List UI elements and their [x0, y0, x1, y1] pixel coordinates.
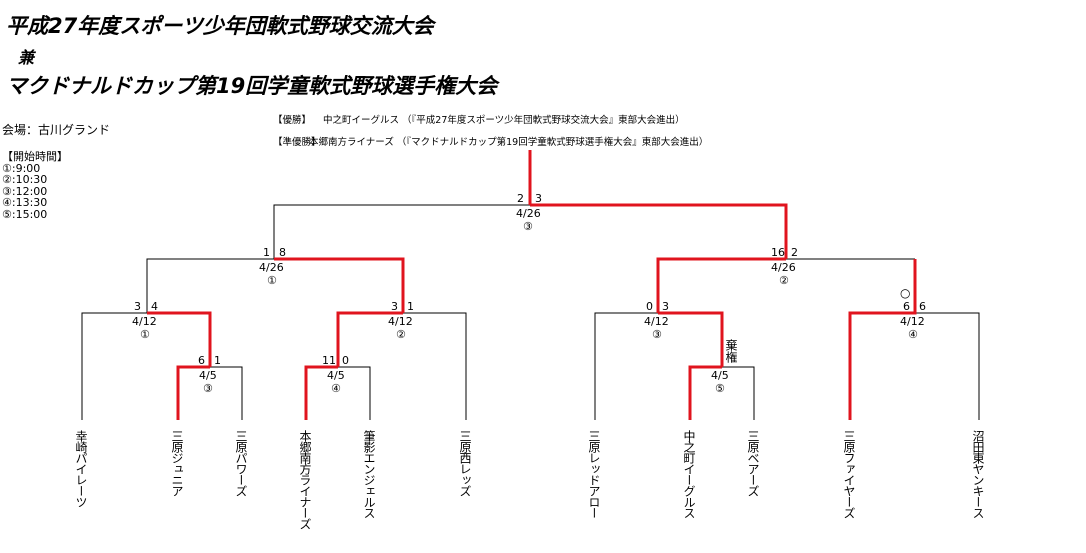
final-slot: ③ [523, 220, 533, 233]
runner-up-line: 【準優勝】本郷南方ライナーズ （『マクドナルドカップ第19回学童軟式野球選手権大… [273, 134, 708, 148]
team-name: 筆影エンジェルス [362, 430, 376, 518]
sf-right-date: 4/26 [771, 261, 796, 274]
start-time-2: ②:10:30 [2, 173, 48, 187]
final-date: 4/26 [516, 207, 541, 220]
r1b-slot: ④ [331, 382, 341, 395]
start-times-heading: 【開始時間】 [2, 150, 68, 163]
winner-line [658, 311, 724, 367]
qf4-slot: ④ [908, 328, 918, 341]
champion-label: 【優勝】 [273, 115, 312, 126]
r1c-note: 棄権 [724, 339, 738, 363]
qf1-score-right: 4 [151, 300, 158, 313]
qf2-score-left: 3 [391, 300, 398, 313]
qf4-score-right: 6 [919, 300, 926, 313]
bracket-line [210, 366, 243, 420]
winner-line [147, 311, 212, 367]
team-name: 三原ベアーズ [746, 430, 760, 496]
qf3-date: 4/12 [644, 315, 669, 328]
r1c-slot: ⑤ [715, 382, 725, 395]
champion-text: 中之町イーグルス （『平成27年度スポーツ少年団軟式野球交流大会』東部大会進出） [323, 115, 685, 126]
team-name: 沼田東ヤンキース [971, 430, 985, 518]
winner-line [176, 365, 210, 420]
start-times: 【開始時間】 ①:9:00 ②:10:30 ③:12:00 ④:13:30 ⑤:… [2, 151, 68, 221]
qf4-mark: ○ [900, 286, 911, 300]
sf-left-slot: ① [267, 274, 277, 287]
title-connector: 兼 [18, 48, 35, 67]
team-name: 三原パワーズ [234, 430, 248, 496]
bracket-line [81, 312, 147, 420]
bracket-line [403, 312, 467, 420]
qf3-score-right: 3 [662, 300, 669, 313]
r1b-date: 4/5 [327, 369, 345, 382]
bracket-line [722, 366, 755, 420]
sf-right-score-right: 2 [791, 246, 798, 259]
sf-right-score-left: 16 [771, 246, 785, 259]
winner-line [848, 259, 917, 420]
team-name: 三原ファイヤーズ [842, 430, 856, 518]
winner-line [530, 203, 788, 259]
qf3-score-left: 0 [646, 300, 653, 313]
sf-left-date: 4/26 [259, 261, 284, 274]
r1c-date: 4/5 [711, 369, 729, 382]
team-name: 中之町イーグルス [682, 430, 696, 518]
qf4-score-left: 6 [903, 300, 910, 313]
tournament-subtitle: マクドナルドカップ第19回学童軟式野球選手権大会 [6, 74, 498, 98]
r1a-score-right: 1 [214, 354, 221, 367]
r1b-score-left: 11 [322, 354, 336, 367]
winner-line [304, 365, 338, 420]
bracket-line [273, 204, 530, 259]
runner-up-label: 【準優勝】 [273, 137, 321, 148]
qf1-slot: ① [140, 328, 150, 341]
bracket-line [338, 366, 371, 420]
qf2-date: 4/12 [388, 315, 413, 328]
team-name: 三原ジュニア [170, 430, 184, 496]
final-score-right: 3 [535, 192, 542, 205]
r1a-date: 4/5 [199, 369, 217, 382]
winner-line [336, 311, 403, 367]
sf-left-score-left: 1 [263, 246, 270, 259]
team-name: 本郷南方ライナーズ [298, 430, 312, 529]
bracket-line [594, 312, 658, 420]
bracket-line [915, 312, 980, 420]
qf4-date: 4/12 [900, 315, 925, 328]
final-score-left: 2 [517, 192, 524, 205]
team-name: 三原西レッズ [458, 430, 472, 496]
sf-right-slot: ② [779, 274, 789, 287]
qf1-score-left: 3 [134, 300, 141, 313]
start-time-5: ⑤:15:00 [2, 207, 48, 221]
qf2-score-right: 1 [407, 300, 414, 313]
qf1-date: 4/12 [132, 315, 157, 328]
start-time-4: ④:13:30 [2, 196, 48, 210]
sf-left-score-right: 8 [279, 246, 286, 259]
qf2-slot: ② [396, 328, 406, 341]
winner-line [656, 257, 786, 313]
venue-label: 会場：古川グランド [2, 123, 111, 137]
winner-line [688, 365, 722, 420]
runner-up-text: 本郷南方ライナーズ （『マクドナルドカップ第19回学童軟式野球選手権大会』東部大… [309, 137, 709, 148]
team-name: 三原レッドアロー [587, 430, 601, 518]
start-time-3: ③:12:00 [2, 184, 48, 198]
tournament-title: 平成27年度スポーツ少年団軟式野球交流大会 [6, 14, 434, 38]
bracket-line [146, 258, 274, 313]
start-time-1: ①:9:00 [2, 161, 41, 175]
team-name: 幸崎パイレーツ [74, 430, 88, 507]
winner-line [274, 257, 405, 313]
r1a-score-left: 6 [198, 354, 205, 367]
qf3-slot: ③ [652, 328, 662, 341]
champion-line: 【優勝】中之町イーグルス （『平成27年度スポーツ少年団軟式野球交流大会』東部大… [273, 112, 685, 126]
r1b-score-right: 0 [342, 354, 349, 367]
r1a-slot: ③ [203, 382, 213, 395]
